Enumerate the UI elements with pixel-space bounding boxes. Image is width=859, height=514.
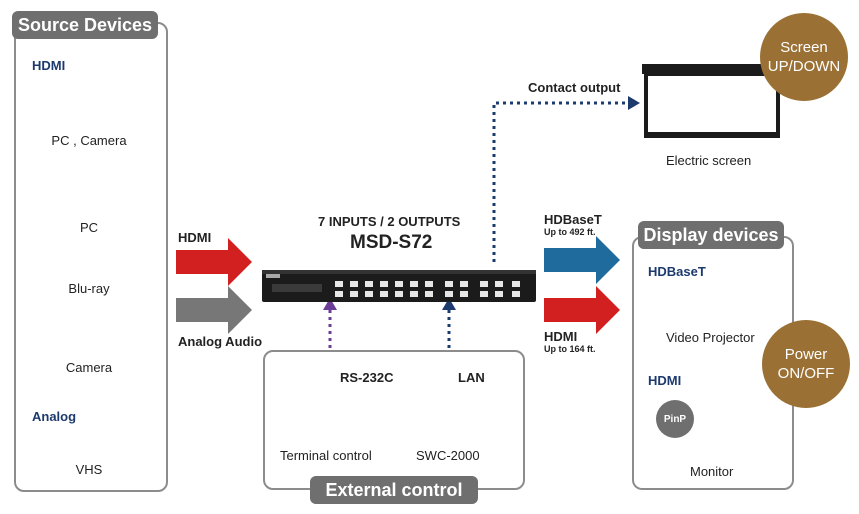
lan-label: LAN [458, 370, 485, 385]
display-hdmi-label: HDMI [648, 373, 682, 388]
analog-audio-input-arrow [176, 286, 252, 334]
electric-screen-icon [642, 64, 782, 138]
electric-screen-label: Electric screen [666, 153, 752, 168]
hdmi-output-arrow [544, 286, 620, 334]
source-item-camera: Camera [65, 360, 113, 375]
hdmi-input-arrow [176, 238, 252, 286]
video-projector-label: Video Projector [666, 330, 755, 345]
screen-badge-line2: UP/DOWN [767, 58, 841, 75]
pinp-badge: PinP [656, 400, 694, 438]
source-item-pc-camera: PC , Camera [51, 133, 127, 148]
source-item-blu-ray: Blu-ray [68, 281, 110, 296]
hdmi-output-range: Up to 164 ft. [544, 344, 596, 354]
source-devices-title: Source Devices [12, 11, 158, 39]
source-analog-label: Analog [32, 409, 77, 424]
screen-badge-line1: Screen [780, 39, 828, 56]
monitor-label: Monitor [690, 464, 734, 479]
swc-2000-label: SWC-2000 [416, 448, 480, 463]
source-devices-panel [14, 22, 168, 492]
power-badge-line1: Power [784, 346, 828, 363]
analog-audio-input-label: Analog Audio [178, 334, 263, 349]
display-hdbaset-label: HDBaseT [648, 264, 706, 279]
hdbaset-output-arrow [544, 236, 620, 284]
display-devices-title: Display devices [638, 221, 784, 249]
switcher-subtitle: 7 INPUTS / 2 OUTPUTS [318, 214, 461, 229]
power-badge-line2: ON/OFF [777, 365, 835, 382]
source-hdmi-label: HDMI [32, 58, 66, 73]
hdmi-input-label: HDMI [178, 230, 212, 245]
contact-output-line [492, 96, 640, 262]
terminal-control-label: Terminal control [280, 448, 372, 463]
external-control-title: External control [310, 476, 478, 504]
hdbaset-output-range: Up to 492 ft. [544, 227, 596, 237]
external-control-panel [263, 350, 525, 490]
switcher-model: MSD-S72 [350, 232, 433, 253]
pinp-label: PinP [663, 413, 687, 425]
source-item-vhs: VHS [75, 462, 103, 477]
switcher-device [262, 270, 536, 302]
hdbaset-output-label: HDBaseT [544, 212, 602, 227]
screen-up-down-badge: Screen UP/DOWN [760, 13, 848, 101]
source-item-pc: PC [79, 220, 99, 235]
contact-output-label: Contact output [528, 80, 621, 95]
power-on-off-badge: Power ON/OFF [762, 320, 850, 408]
hdmi-output-label: HDMI [544, 329, 578, 344]
rs232c-label: RS-232C [340, 370, 394, 385]
